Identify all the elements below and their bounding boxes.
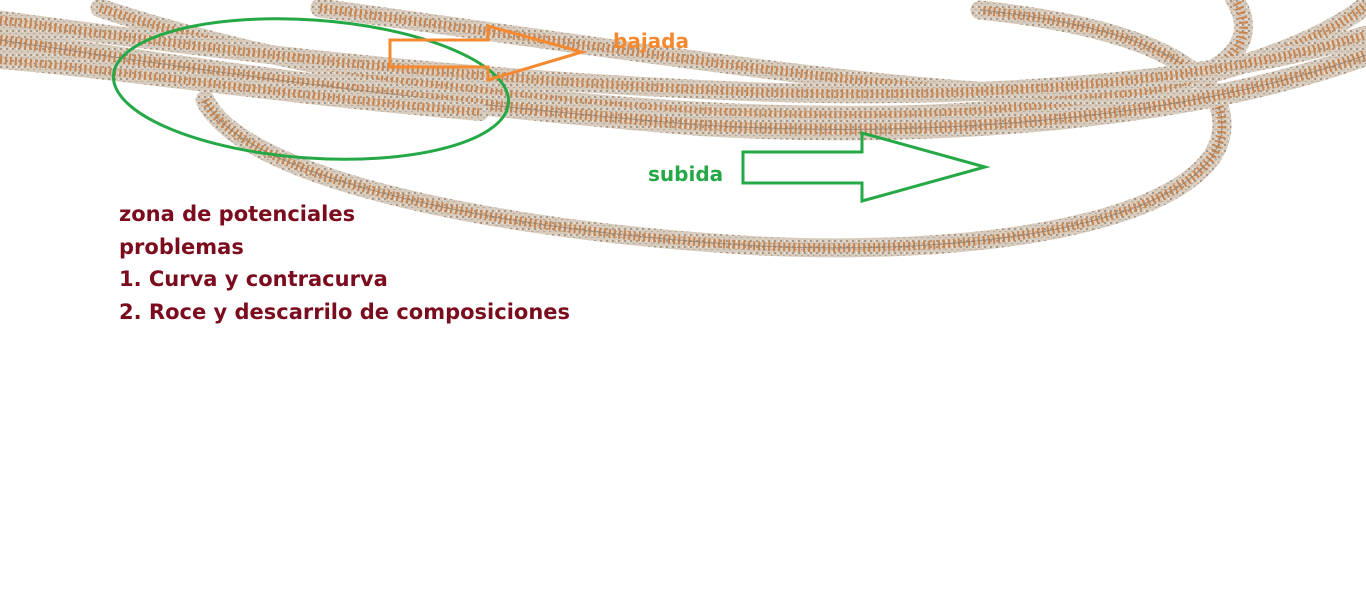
track-main-upper-parallel: [0, 10, 1366, 104]
green-arrow: [741, 131, 991, 203]
problem-zone-ellipse: [111, 17, 511, 161]
bajada-label: bajada: [613, 29, 689, 53]
orange-arrow: [388, 24, 588, 83]
track-main-upper: [0, 29, 1366, 141]
railway-tracks: [0, 0, 1366, 258]
track-left-diagonal: [0, 51, 489, 121]
subida-label: subida: [648, 162, 724, 186]
notes-line-2: problemas: [119, 234, 244, 259]
notes-line-4: 2. Roce y descarrilo de composiciones: [119, 299, 571, 324]
notes-line-3: 1. Curva y contracurva: [119, 267, 388, 291]
notes-line-1: zona de potenciales: [119, 202, 356, 226]
problem-notes: zona de potenciales problemas 1. Curva y…: [119, 198, 570, 328]
track-lower-loop: [195, 0, 1232, 258]
